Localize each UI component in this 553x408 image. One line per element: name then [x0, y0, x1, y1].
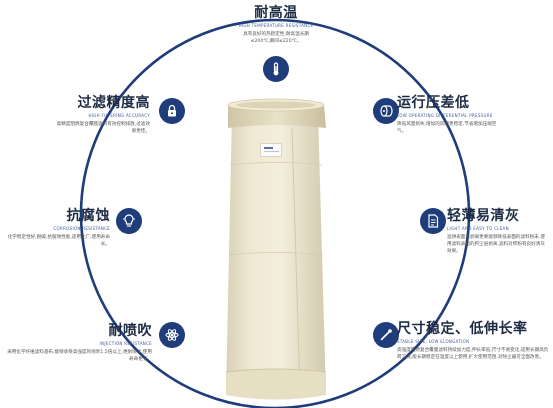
feature-heat: 耐高温 HIGH TEMPERATURE RESISTANCE 具有良好的热稳定…	[236, 2, 316, 45]
feature-clean: 轻薄易清灰 LIGHT AND EASY TO CLEAN 滤饼表面易剥离更要能…	[447, 205, 547, 255]
feature-stable-desc: 高强度阻燃复合覆膜滤料持续加力度,伸长率低,尺寸不易变化,适用长期高负荷工况,能…	[397, 348, 549, 360]
feature-pressure-title: 运行压差低	[397, 95, 470, 111]
feature-clean-desc: 滤饼表面易剥离更要能够降低表面的滤料粉末,使用滤料表面的积尘层剥离,滤料对积粉有…	[447, 235, 545, 254]
feature-precision-desc: 高精度阻燃复合覆膜滤料有效控制排放,过滤效果更佳。	[56, 122, 150, 134]
feature-pressure-subtitle: LOW OPERATING DIFFERENTIAL PRESSURE	[397, 113, 493, 118]
feature-precision: 过滤精度高 HIGH FILTERING ACCURACY 高精度阻燃复合覆膜滤…	[56, 92, 150, 135]
feature-pressure-desc: 降低风量损失,增加的风阻更稳定,节省增加压缩空气。	[397, 122, 497, 134]
feature-precision-subtitle: HIGH FILTERING ACCURACY	[88, 113, 150, 118]
feature-precision-title: 过滤精度高	[77, 95, 150, 111]
lock-icon	[159, 98, 185, 124]
feature-stable-subtitle: STABLE SIZE, LOW ELONGATION	[397, 339, 470, 344]
feature-jet: 耐喷吹 INJECTION RESISTANCE 采用化学纤维滤料基布,能够承受…	[6, 320, 152, 363]
feature-pressure: 运行压差低 LOW OPERATING DIFFERENTIAL PRESSUR…	[397, 92, 497, 135]
feature-jet-title: 耐喷吹	[108, 323, 152, 339]
feature-clean-title: 轻薄易清灰	[447, 208, 520, 224]
feature-clean-subtitle: LIGHT AND EASY TO CLEAN	[447, 226, 509, 231]
bag-label-tag	[260, 143, 282, 157]
feature-stable-title: 尺寸稳定、低伸长率	[397, 321, 528, 337]
feature-jet-desc: 采用化学纤维滤料基布,能够承受高强度的喷吹1.5倍以上,更耐喷吹,使用寿命更长。	[7, 350, 152, 362]
pipette-icon	[373, 322, 399, 348]
feature-stable: 尺寸稳定、低伸长率 STABLE SIZE, LOW ELONGATION 高强…	[397, 318, 549, 361]
feature-corrosion-desc: 化学稳定性好,耐碱,抗腐蚀性能,适用化厂,使用寿命长。	[7, 235, 110, 247]
feature-corrosion: 抗腐蚀 CORROSION RESISTANCE 化学稳定性好,耐碱,抗腐蚀性能…	[6, 205, 110, 248]
feature-corrosion-title: 抗腐蚀	[66, 208, 110, 224]
bulb-icon	[116, 208, 142, 234]
document-icon	[420, 208, 446, 234]
feature-heat-subtitle: HIGH TEMPERATURE RESISTANCE	[238, 23, 314, 28]
feature-heat-title: 耐高温	[254, 5, 298, 21]
thermometer-icon	[263, 56, 289, 82]
atom-icon	[159, 322, 185, 348]
feature-corrosion-subtitle: CORROSION RESISTANCE	[53, 226, 110, 231]
feature-jet-subtitle: INJECTION RESISTANCE	[99, 341, 152, 346]
feature-heat-desc: 具有良好的热稳定性,耐高温长期≤204℃,瞬间≤220℃。	[243, 32, 309, 44]
filter-roll-icon	[373, 98, 399, 124]
